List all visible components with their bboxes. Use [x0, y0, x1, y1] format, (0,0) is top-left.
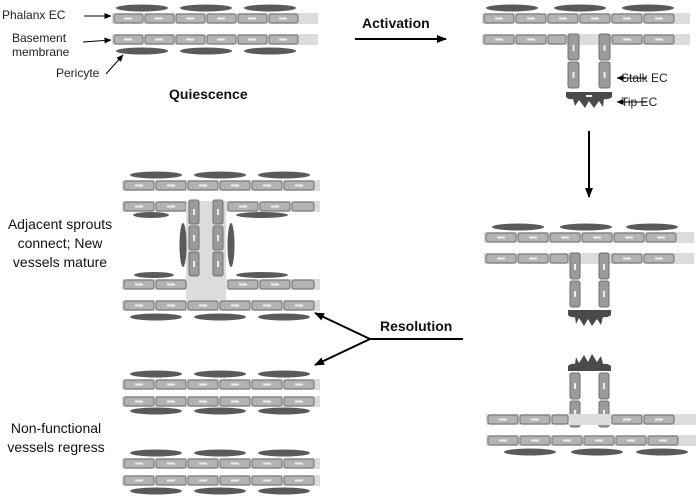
- upper-ec-row-top: [485, 232, 677, 243]
- upper-row-bottom: [123, 201, 315, 212]
- upper-tip-cell: [568, 310, 611, 326]
- quiescent-vessel: [112, 4, 318, 55]
- to-regress-arrow: [314, 338, 371, 366]
- regressing-vessel-lower: [122, 449, 320, 495]
- top-pericytes: [130, 370, 310, 378]
- ec-row-top: [113, 13, 299, 24]
- ec-row-top: [483, 13, 675, 24]
- ec-row-top: [123, 458, 315, 469]
- caption-mature-line2: connect; New: [17, 235, 103, 251]
- lower-ec-row-top: [487, 414, 675, 425]
- label-basement-membrane-line2: membrane: [12, 45, 70, 59]
- lower-ec-row-bottom: [487, 435, 679, 446]
- bottom-pericytes: [130, 407, 310, 415]
- bottom-pericytes: [130, 313, 310, 321]
- upper-ec-row-bottom: [485, 253, 675, 264]
- upper-stalk: [569, 252, 610, 308]
- side-pericyte-left: [179, 223, 187, 267]
- ec-row-top: [123, 379, 315, 390]
- resolution-arrows: [314, 312, 463, 366]
- stalk-cells: [567, 33, 611, 89]
- side-pericyte-right: [227, 223, 235, 267]
- top-pericytes: [116, 4, 296, 12]
- lower-vessel-pericytes: [504, 448, 688, 456]
- lower-row-top: [123, 279, 315, 290]
- caption-regress: Non-functional vessels regress: [0, 419, 112, 457]
- upper-row-top: [123, 180, 315, 191]
- label-phalanx-ec: Phalanx EC: [2, 8, 66, 22]
- top-pericytes: [130, 449, 310, 457]
- caption-regress-line2: vessels regress: [7, 439, 105, 455]
- ec-row-bottom: [123, 475, 315, 486]
- caption-mature-line3: vessels mature: [12, 254, 108, 270]
- activated-vessel: [482, 4, 690, 108]
- approaching-sprouts: [484, 223, 696, 456]
- bottom-pericytes: [130, 487, 310, 495]
- top-pericytes: [486, 4, 674, 12]
- ec-row-bottom: [123, 396, 315, 407]
- label-stalk-ec: Stalk EC: [621, 71, 668, 85]
- pericyte-pointer-arrow: [105, 54, 124, 75]
- label-pericyte: Pericyte: [56, 66, 100, 80]
- lower-row-bottom: [123, 300, 315, 311]
- to-mature-arrow: [314, 312, 371, 340]
- label-basement-membrane: Basement membrane: [12, 31, 69, 59]
- ec-row-bottom: [113, 34, 299, 45]
- label-resolution: Resolution: [380, 318, 453, 334]
- bottom-pericytes: [116, 47, 296, 55]
- upper-inner-pericytes: [133, 212, 288, 218]
- label-tip-ec: Tip EC: [621, 95, 658, 109]
- regressing-vessel-upper: [122, 370, 320, 415]
- label-pointers: [82, 13, 124, 75]
- caption-regress-line1: Non-functional: [10, 420, 102, 436]
- mature-connected-vessel: [122, 171, 320, 321]
- top-pericytes: [130, 171, 310, 179]
- caption-mature-line1: Adjacent sprouts: [7, 216, 113, 232]
- ec-row-bottom: [483, 34, 675, 45]
- lower-inner-pericytes: [134, 272, 288, 278]
- upper-vessel-pericytes: [492, 223, 678, 231]
- label-basement-membrane-line1: Basement: [12, 31, 67, 45]
- tip-cell: [566, 92, 612, 108]
- label-activation: Activation: [362, 15, 430, 31]
- lower-tip-cell: [568, 354, 611, 371]
- membrane-pointer-arrow: [82, 37, 112, 44]
- label-quiescence: Quiescence: [169, 86, 248, 102]
- caption-mature: Adjacent sprouts connect; New vessels ma…: [0, 215, 120, 272]
